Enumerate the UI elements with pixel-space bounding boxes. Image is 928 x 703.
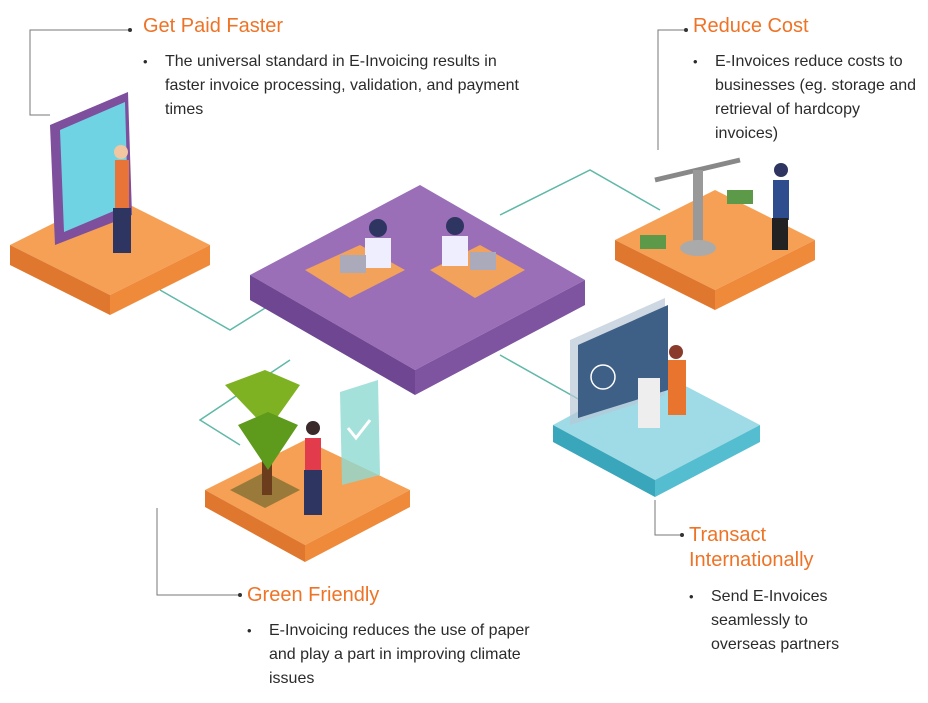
- reduce-cost-bullets: E-Invoices reduce costs to businesses (e…: [693, 50, 923, 146]
- platform-central: [250, 185, 585, 395]
- bullet-item: The universal standard in E-Invoicing re…: [143, 50, 523, 122]
- reduce-cost-title: Reduce Cost: [693, 15, 809, 37]
- get-paid-faster-bullets: The universal standard in E-Invoicing re…: [143, 50, 523, 122]
- person: [115, 160, 129, 210]
- platform-reduce-cost: [615, 157, 815, 310]
- green-friendly-bullets: E-Invoicing reduces the use of paper and…: [247, 619, 547, 691]
- transact-bullets: Send E-Invoices seamlessly to overseas p…: [689, 585, 874, 657]
- bullet-item: E-Invoicing reduces the use of paper and…: [247, 619, 547, 691]
- platform-transact: [553, 298, 760, 497]
- get-paid-faster-title: Get Paid Faster: [143, 15, 284, 37]
- bracket-lines: [29, 29, 686, 596]
- bullet-item: E-Invoices reduce costs to businesses (e…: [693, 50, 923, 146]
- platform-get-paid: [10, 92, 210, 315]
- platform-green: [205, 370, 410, 562]
- bullet-item: Send E-Invoices seamlessly to overseas p…: [689, 585, 874, 657]
- green-friendly-title: Green Friendly: [247, 584, 380, 606]
- transact-title-line1: Transact: [689, 524, 767, 546]
- transact-title-line2: Internationally: [689, 549, 814, 571]
